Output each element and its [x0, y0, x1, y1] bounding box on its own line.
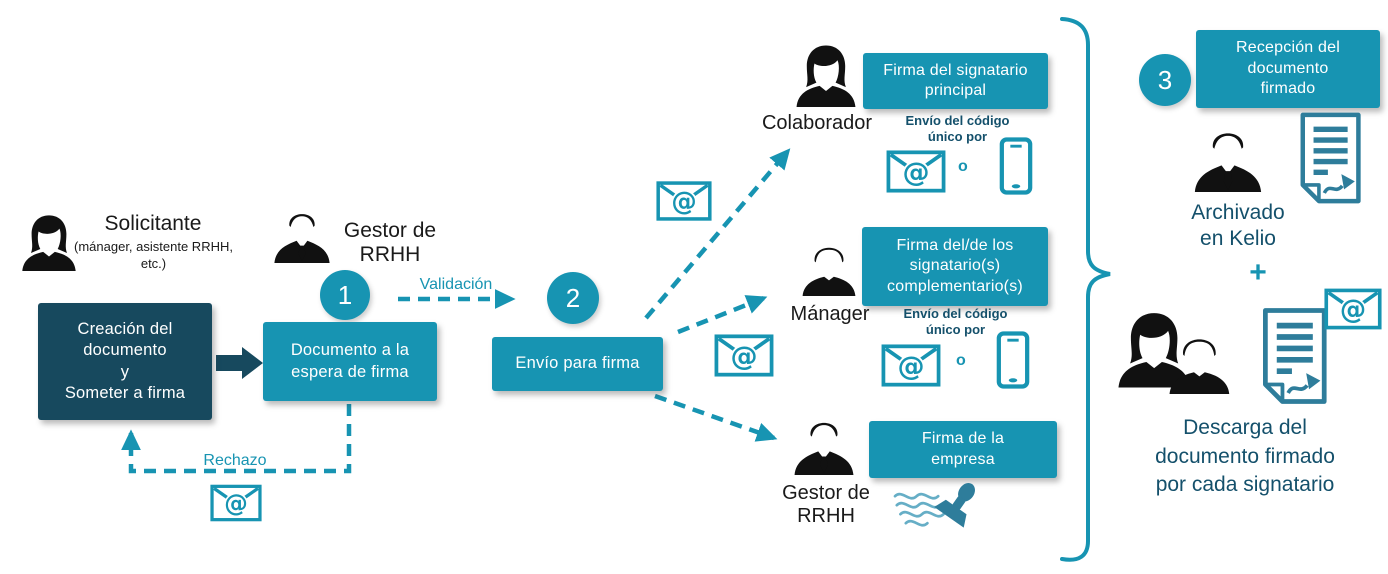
validation-label: Validación: [419, 276, 493, 293]
sign-primary-box: Firma del signatario principal: [863, 53, 1048, 109]
code-note-collaborator: Envío del código único por: [905, 113, 1010, 145]
requester-subtitle: (mánager, asistente RRHH, etc.): [74, 239, 233, 271]
waiting-box: Documento a la espera de firma: [263, 322, 437, 401]
arrow-rejection: [121, 404, 352, 474]
hr-manager-recipient-label: Gestor de RRHH: [782, 482, 870, 527]
signed-document-icon: [1254, 306, 1328, 406]
step-badge-1: 1: [320, 270, 370, 320]
reception-box: Recepción del documento firmado: [1196, 30, 1380, 108]
man-casual-icon: [799, 229, 859, 303]
step-badge-3: 3: [1139, 54, 1191, 106]
man-suit-tie-icon: [1192, 115, 1264, 197]
man-suit-tie-icon: [792, 406, 856, 480]
signed-document-icon: [1292, 110, 1362, 206]
manager-label: Mánager: [790, 303, 870, 325]
sign-company-box: Firma de la empresa: [869, 421, 1057, 478]
collaborator-label: Colaborador: [761, 112, 873, 134]
arrow-to-hr-manager: [654, 393, 778, 442]
archived-label: Archivado en Kelio: [1191, 201, 1285, 251]
arrow-to-manager: [677, 295, 768, 335]
woman-silhouette-icon: [794, 38, 858, 112]
or-label: o: [956, 352, 966, 369]
smartphone-icon: [996, 330, 1030, 390]
plus-sign: +: [1249, 256, 1267, 289]
code-note-manager: Envío del código único por: [903, 306, 1008, 338]
or-label: o: [958, 158, 968, 175]
envelope-at-icon: [656, 180, 712, 222]
envelope-at-icon: [881, 344, 941, 387]
download-label: Descarga del documento firmado por cada …: [1155, 416, 1335, 497]
arrow-to-collaborator: [644, 148, 791, 320]
arrow-creation-to-waiting: [216, 347, 263, 379]
man-suit-tie-icon: [272, 200, 332, 266]
requester-title: Solicitante: [104, 212, 202, 235]
rejection-label: Rechazo: [203, 452, 267, 469]
smartphone-icon: [999, 136, 1033, 196]
two-people-icon: [1114, 310, 1246, 394]
hr-manager-top-label: Gestor de RRHH: [343, 219, 437, 267]
envelope-at-icon: [714, 334, 774, 377]
creation-box: Creación del documento y Someter a firma: [38, 303, 212, 420]
sign-complementary-box: Firma del/de los signatario(s) complemen…: [862, 227, 1048, 306]
envelope-at-icon: [210, 484, 262, 522]
company-stamp-icon: [893, 480, 987, 534]
send-box: Envío para firma: [492, 337, 663, 391]
envelope-at-icon: [886, 150, 946, 193]
envelope-at-icon: [1324, 288, 1382, 330]
step-badge-2: 2: [547, 272, 599, 324]
grouping-brace: [1060, 17, 1111, 562]
